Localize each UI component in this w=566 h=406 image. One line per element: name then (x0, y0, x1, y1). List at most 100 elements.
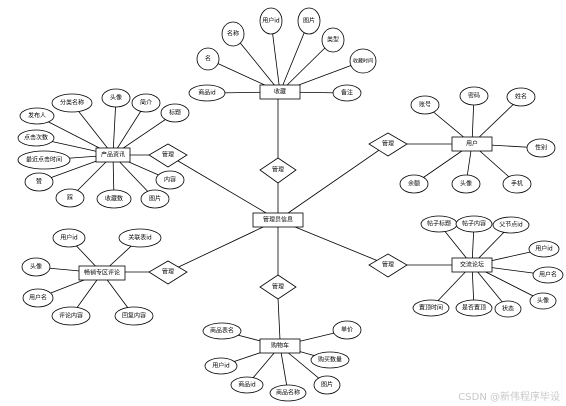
attr-forum-parent-id: 父节点id (492, 216, 530, 234)
entity-admin: 管理员信息 (252, 212, 304, 228)
attr-cart-table-name: 商品表名 (202, 322, 242, 340)
relationship-review: 管理 (148, 260, 188, 285)
attr-user-fullname: 姓名 (506, 87, 536, 107)
svg-text:商品名称: 商品名称 (276, 389, 300, 397)
entity-review: 畅销专区评论 (78, 265, 126, 281)
entity-favorites: 收藏 (259, 84, 301, 100)
attr-fav-name-short: 名 (196, 47, 220, 71)
attr-forum-content: 帖子内容 (455, 215, 493, 233)
relationship-label: 管理 (162, 151, 174, 159)
attr-cart-image: 图片 (313, 375, 341, 395)
attr-forum-is-top: 是否置顶 (455, 299, 493, 317)
svg-text:置顶时间: 置顶时间 (419, 304, 443, 312)
svg-text:赞: 赞 (36, 178, 42, 186)
attr-fav-user-id: 用户id (259, 7, 283, 35)
svg-text:名称: 名称 (227, 30, 239, 38)
attr-cart-quantity: 购买数量 (310, 351, 350, 369)
svg-text:用户id: 用户id (60, 234, 78, 242)
attr-forum-status: 状态 (494, 300, 522, 318)
svg-text:手机: 手机 (511, 180, 523, 188)
attr-product-intro: 简介 (131, 93, 161, 113)
attr-product-dislike: 踩 (55, 188, 85, 208)
svg-text:分类名称: 分类名称 (60, 99, 84, 107)
attr-user-balance: 余额 (399, 174, 429, 194)
svg-text:名: 名 (205, 55, 211, 63)
svg-text:点击次数: 点击次数 (24, 134, 48, 142)
attr-product-like: 赞 (24, 172, 54, 192)
svg-text:性别: 性别 (535, 144, 547, 152)
entity-label: 畅销专区评论 (84, 269, 120, 277)
svg-text:内容: 内容 (164, 176, 176, 184)
attr-forum-user-id: 用户id (528, 240, 560, 258)
relationship-product: 管理 (148, 143, 188, 168)
svg-text:图片: 图片 (149, 195, 161, 203)
svg-text:父节点id: 父节点id (499, 221, 523, 229)
attr-product-image: 图片 (140, 189, 170, 209)
svg-text:帖子标题: 帖子标题 (427, 220, 451, 228)
attr-review-ref-id: 关联表id (118, 228, 162, 248)
attr-fav-time: 收藏时间 (349, 48, 377, 74)
attr-user-gender: 性别 (526, 138, 556, 158)
svg-text:发布人: 发布人 (28, 112, 46, 120)
relationship-top: 管理 (259, 157, 297, 184)
attr-review-user-id: 用户id (52, 228, 86, 248)
svg-text:头像: 头像 (460, 180, 472, 188)
attr-forum-avatar: 头像 (529, 292, 557, 310)
relationship-label: 管理 (272, 283, 284, 291)
relationship-user: 管理 (368, 132, 408, 157)
attr-fav-note: 备注 (332, 84, 362, 102)
attr-fav-product-id: 商品id (188, 84, 226, 102)
svg-text:商品表名: 商品表名 (210, 327, 234, 335)
svg-text:评论内容: 评论内容 (59, 312, 83, 320)
svg-text:姓名: 姓名 (515, 93, 527, 101)
svg-text:用户名: 用户名 (539, 271, 557, 279)
svg-text:简介: 简介 (140, 99, 152, 107)
entity-label: 交流论坛 (460, 261, 484, 269)
attr-forum-username: 用户名 (532, 266, 564, 284)
attr-fav-name: 名称 (221, 21, 245, 47)
entity-user: 用户 (451, 136, 493, 152)
svg-text:购买数量: 购买数量 (318, 356, 342, 364)
svg-text:头像: 头像 (537, 297, 549, 305)
attr-cart-product-id: 商品id (230, 376, 264, 394)
attr-cart-user-id: 用户id (204, 357, 238, 375)
svg-text:踩: 踩 (67, 195, 73, 202)
svg-text:是否置顶: 是否置顶 (462, 305, 486, 312)
svg-text:商品id: 商品id (238, 381, 256, 389)
svg-text:备注: 备注 (341, 89, 353, 97)
svg-text:收藏时间: 收藏时间 (353, 58, 373, 65)
attr-user-account: 账号 (410, 95, 440, 115)
attr-cart-product-name: 商品名称 (269, 384, 307, 402)
svg-text:收藏数: 收藏数 (105, 195, 123, 203)
entity-label: 用户 (466, 140, 478, 148)
entity-forum: 交流论坛 (451, 257, 493, 273)
svg-text:用户id: 用户id (262, 17, 280, 25)
relationship-label: 管理 (162, 268, 174, 276)
svg-text:用户名: 用户名 (29, 294, 47, 302)
svg-text:用户id: 用户id (212, 362, 230, 370)
svg-text:回复内容: 回复内容 (122, 312, 146, 320)
svg-text:账号: 账号 (419, 101, 431, 109)
attr-review-username: 用户名 (22, 288, 54, 308)
attr-product-category: 分类名称 (51, 93, 93, 113)
entity-product: 产品资讯 (95, 147, 131, 163)
attr-user-phone: 手机 (502, 174, 532, 194)
attr-review-avatar: 头像 (21, 257, 51, 277)
watermark: CSDN @新伟程序毕设 (458, 392, 560, 403)
relationship-label: 管理 (382, 261, 394, 269)
attr-user-avatar: 头像 (451, 174, 481, 194)
attr-review-comment: 评论内容 (51, 306, 91, 326)
attr-forum-top-time: 置顶时间 (412, 299, 450, 317)
relationship-label: 管理 (382, 140, 394, 148)
svg-text:标题: 标题 (169, 109, 181, 117)
svg-text:头像: 头像 (110, 94, 122, 102)
attr-user-password: 密码 (459, 86, 489, 106)
entity-label: 购物车 (271, 342, 289, 350)
svg-text:最近点击时间: 最近点击时间 (26, 156, 62, 164)
entity-label: 产品资讯 (101, 151, 125, 159)
svg-text:关联表id: 关联表id (128, 234, 152, 242)
entity-label: 管理员信息 (263, 216, 293, 224)
attr-product-avatar: 头像 (101, 88, 131, 108)
svg-text:类型: 类型 (327, 36, 339, 44)
